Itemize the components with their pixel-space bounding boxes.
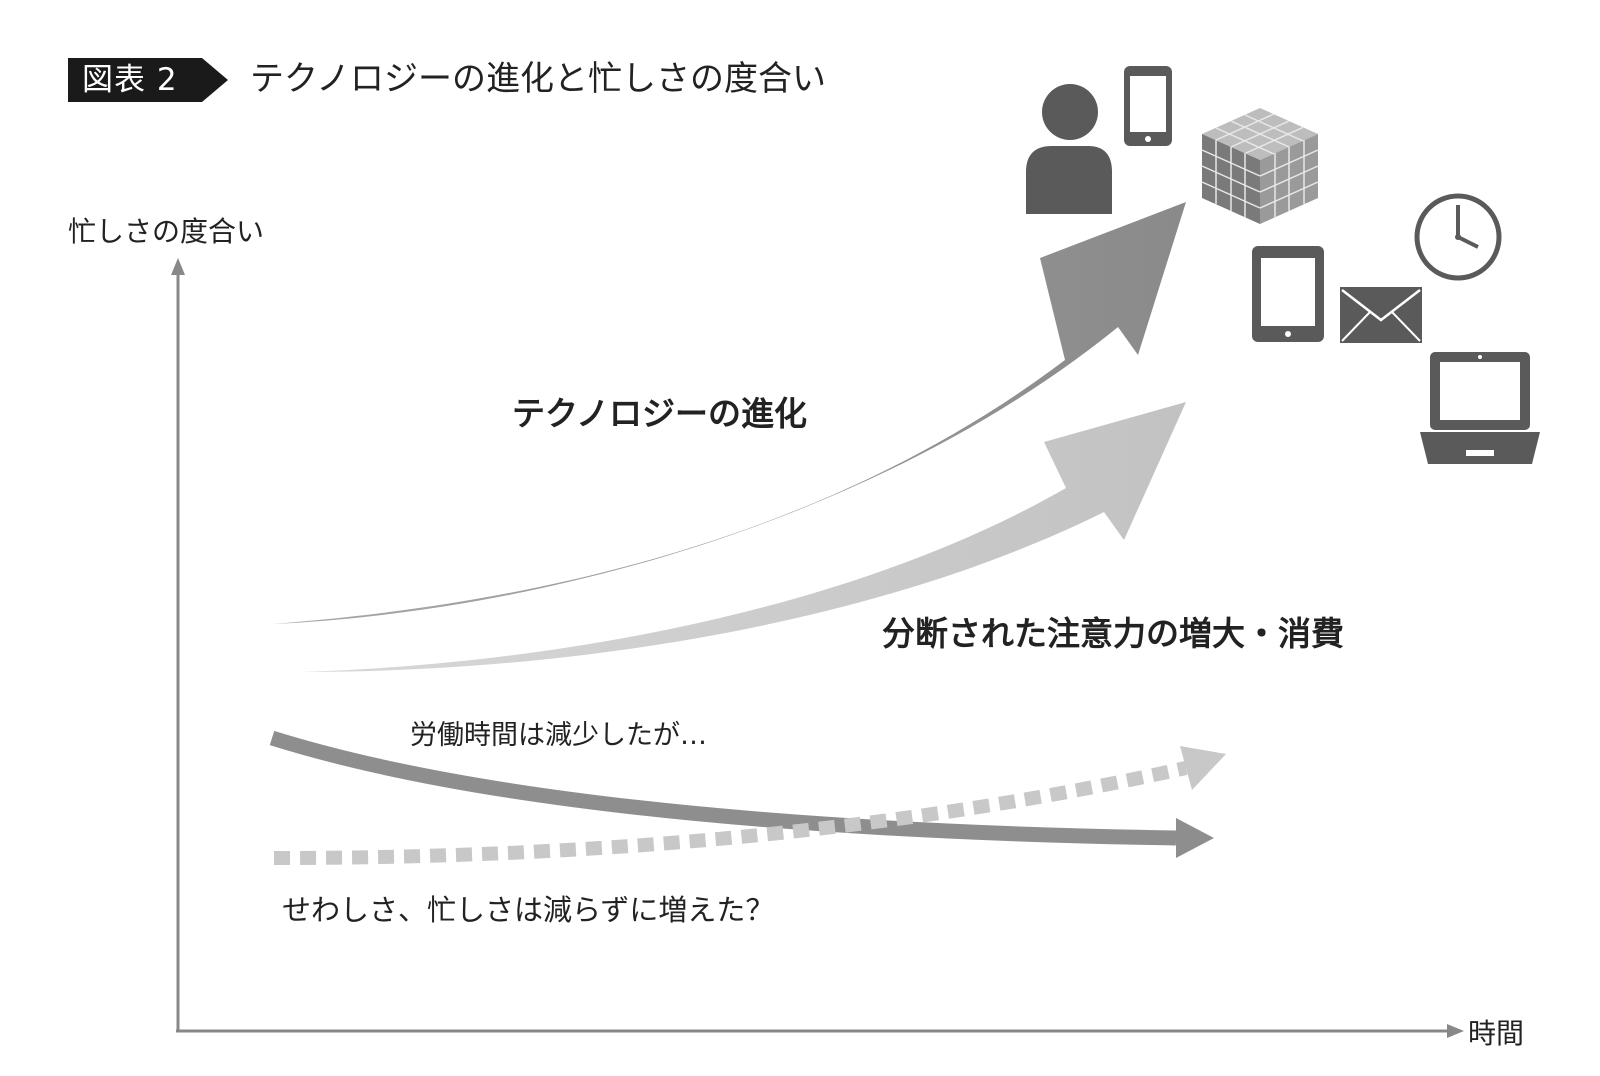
clock-icon <box>1414 193 1502 281</box>
x-axis-arrowhead <box>1447 1024 1464 1038</box>
figure-number-tag: 図表 2 <box>68 58 236 102</box>
person-icon <box>1026 84 1112 214</box>
mail-icon <box>1340 287 1422 343</box>
laptop-icon <box>1420 352 1540 464</box>
x-axis-label: 時間 <box>1468 1017 1525 1050</box>
smartphone-icon <box>1124 66 1172 146</box>
flow-tech-label: テクノロジーの進化 <box>512 394 808 433</box>
flow-attention-arrow <box>302 402 1186 672</box>
axes <box>171 258 1464 1038</box>
y-axis-label: 忙しさの度合い <box>68 215 265 248</box>
figure-tag-shape <box>68 58 228 102</box>
figure-title: テクノロジーの進化と忙しさの度合い <box>250 59 826 99</box>
figure-number: 図表 2 <box>82 62 178 98</box>
flow-attention-label: 分断された注意力の増大・消費 <box>882 614 1344 653</box>
flow-tech-arrow <box>272 202 1186 624</box>
tablet-icon <box>1252 246 1324 342</box>
flow-busyness-label: せわしさ、忙しさは減らずに増えた？ <box>282 893 775 927</box>
flow-busyness-arrow <box>273 746 1226 865</box>
data-cube-icon <box>1201 108 1319 224</box>
y-axis-arrowhead <box>171 258 185 275</box>
flow-work-hours-label: 労働時間は減少したが… <box>410 720 707 751</box>
flow-work-hours-arrow <box>269 730 1214 858</box>
